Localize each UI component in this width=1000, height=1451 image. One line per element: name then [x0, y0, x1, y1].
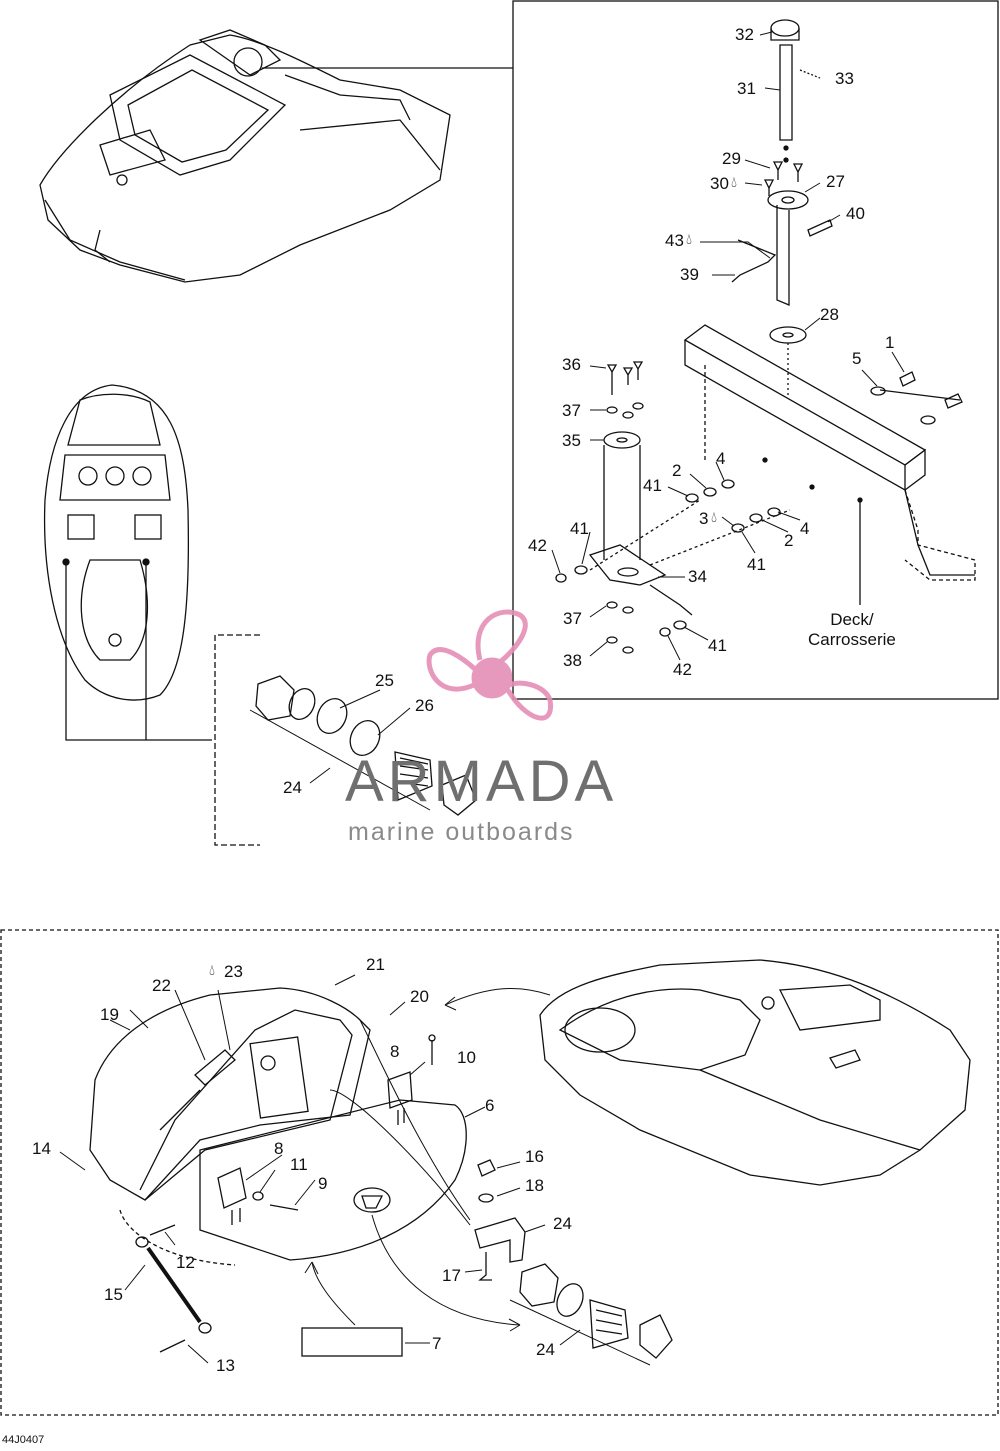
- callout-38: 38: [563, 651, 582, 670]
- callout-12: 12: [176, 1253, 195, 1272]
- callout-41-b: 41: [570, 519, 589, 538]
- callout-24-top: 24: [283, 778, 302, 797]
- top-right-leaders: [309, 31, 905, 784]
- callout-3: 3: [699, 509, 709, 528]
- propeller-logo-icon: [426, 609, 553, 721]
- callout-42-top: 42: [528, 536, 547, 555]
- callout-41-c: 41: [747, 555, 766, 574]
- label-box-7: [301, 1327, 403, 1357]
- callout-8-bottom: 8: [274, 1139, 284, 1158]
- callout-10: 10: [457, 1048, 476, 1067]
- callout-41-d: 41: [708, 636, 727, 655]
- storage-compartment-lid: [89, 987, 371, 1201]
- callout-14: 14: [32, 1139, 51, 1158]
- detail-box-steering: [512, 0, 999, 700]
- watermark-subtitle: marine outboards: [348, 818, 575, 846]
- callout-17: 17: [442, 1266, 461, 1285]
- hinge-parts: [217, 1034, 436, 1225]
- drop-icon: 💧︎: [731, 174, 738, 191]
- callout-37-bottom: 37: [563, 609, 582, 628]
- callout-37-top: 37: [562, 401, 581, 420]
- callout-22: 22: [152, 976, 171, 995]
- callout-2-bottom: 2: [784, 531, 794, 550]
- callout-9: 9: [318, 1174, 328, 1193]
- callout-24-bottom: 24: [536, 1340, 555, 1359]
- storage-tray: [119, 1099, 467, 1266]
- callout-41-a: 41: [643, 476, 662, 495]
- drop-icon: 💧︎: [209, 962, 216, 979]
- callout-21: 21: [366, 955, 385, 974]
- callout-6: 6: [485, 1096, 495, 1115]
- callout-19: 19: [100, 1005, 119, 1024]
- callout-29: 29: [722, 149, 741, 168]
- callout-39: 39: [680, 265, 699, 284]
- detail-bracket: [214, 634, 260, 846]
- drop-icon: 💧︎: [711, 509, 718, 526]
- latch-parts: [474, 1159, 526, 1281]
- callout-4-top: 4: [716, 449, 726, 468]
- support-tube: [588, 361, 693, 654]
- callout-7: 7: [432, 1334, 442, 1353]
- drain-plug-assembly-lower: [509, 1263, 673, 1366]
- callout-1: 1: [885, 333, 895, 352]
- callout-15: 15: [104, 1285, 123, 1304]
- callout-26: 26: [415, 696, 434, 715]
- drop-icon: 💧︎: [686, 231, 693, 248]
- gas-strut: [135, 1224, 212, 1353]
- callout-28: 28: [820, 305, 839, 324]
- callout-27: 27: [826, 172, 845, 191]
- callout-4-bottom: 4: [800, 519, 810, 538]
- callout-31: 31: [737, 79, 756, 98]
- bottom-leaders: [59, 974, 581, 1364]
- bottom-section-frame: [0, 929, 999, 1416]
- watermark-title: ARMADA: [345, 749, 618, 814]
- deck-label-line2: Carrosserie: [808, 630, 896, 649]
- steering-shaft: [770, 19, 821, 163]
- callout-32: 32: [735, 25, 754, 44]
- callout-11: 11: [290, 1155, 308, 1174]
- callout-18: 18: [525, 1176, 544, 1195]
- callout-36: 36: [562, 355, 581, 374]
- callout-13: 13: [216, 1356, 235, 1375]
- watercraft-sketch: [539, 959, 971, 1186]
- callout-23: 23: [224, 962, 243, 981]
- callout-2-top: 2: [672, 461, 682, 480]
- hull-top-view-sketch: [39, 29, 451, 283]
- callout-33: 33: [835, 69, 854, 88]
- callout-43: 43: [665, 231, 684, 250]
- callout-25: 25: [375, 671, 394, 690]
- callout-30: 30: [710, 174, 729, 193]
- callout-16: 16: [525, 1147, 544, 1166]
- callout-8-top: 8: [390, 1042, 400, 1061]
- callout-42-bottom: 42: [673, 660, 692, 679]
- washers-cluster: [555, 457, 815, 637]
- callout-24-mid: 24: [553, 1214, 572, 1233]
- deck-console-block: [683, 324, 976, 605]
- deck-label: Deck/ Carrosserie: [808, 610, 896, 650]
- leader-line: [65, 565, 212, 741]
- diagram-code: 44J0407: [2, 1434, 45, 1446]
- deck-label-line1: Deck/: [830, 610, 874, 629]
- callout-5: 5: [852, 349, 862, 368]
- flange-and-bolts: [763, 161, 833, 306]
- console-bolts: [870, 371, 963, 425]
- drain-plug-assembly: [249, 675, 477, 816]
- callout-20: 20: [410, 987, 429, 1006]
- callout-35: 35: [562, 431, 581, 450]
- callout-34: 34: [688, 567, 707, 586]
- callout-40: 40: [846, 204, 865, 223]
- spring-clip: [731, 239, 777, 283]
- washer-28: [769, 326, 807, 344]
